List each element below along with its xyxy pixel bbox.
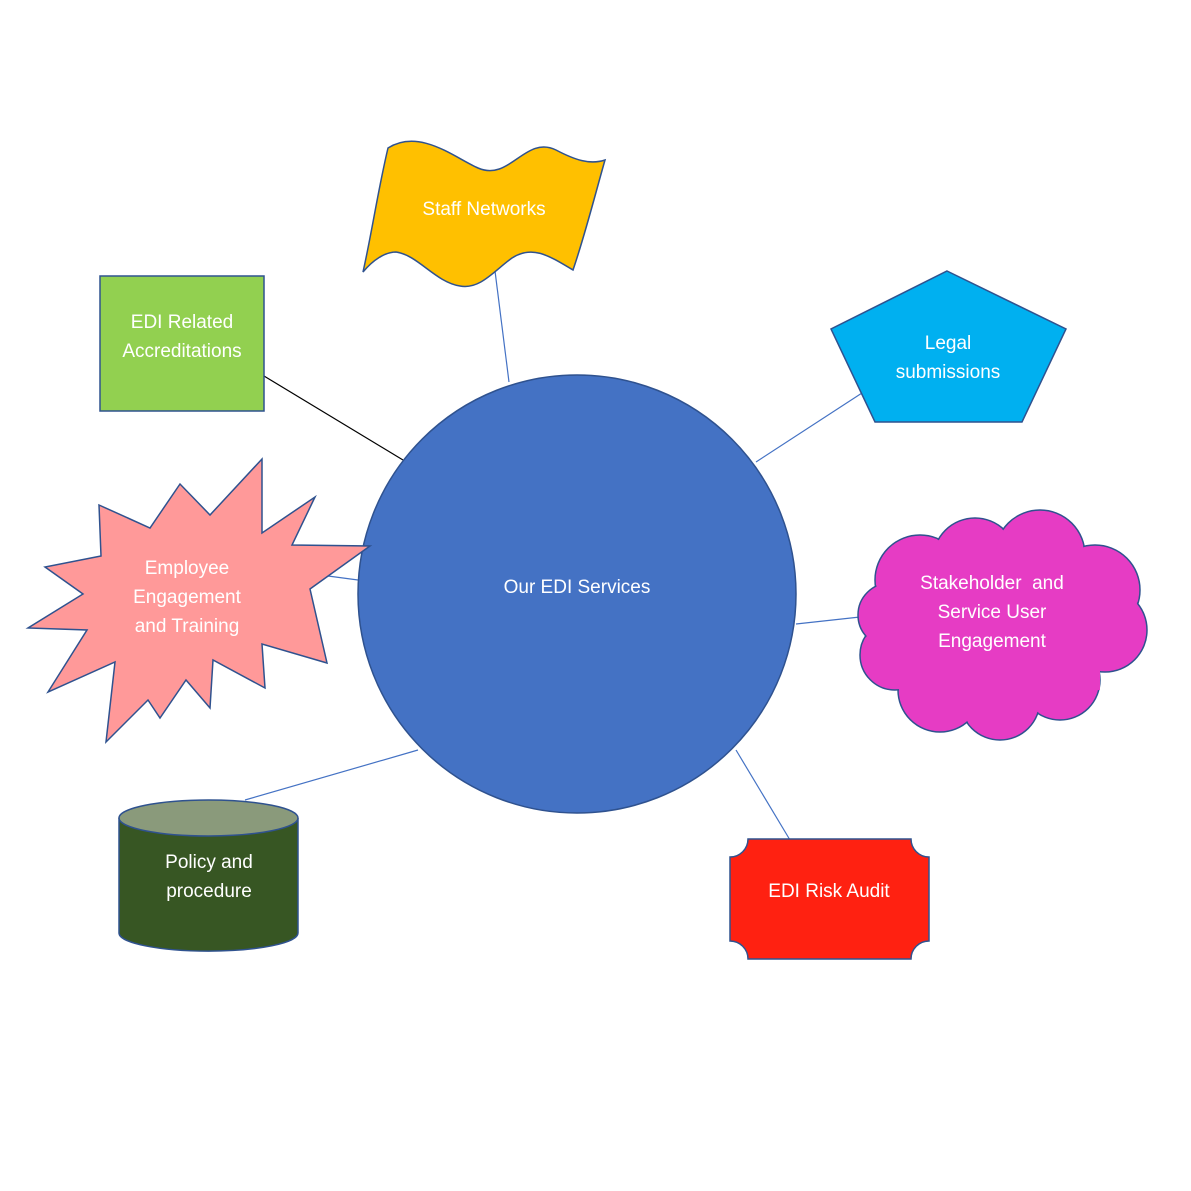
- cloud-fill: [859, 511, 1146, 739]
- plaque-shape: [729, 838, 930, 960]
- center-node: Our EDI Services: [357, 374, 797, 814]
- connector-legal-submissions: [755, 392, 863, 463]
- stakeholder-label-line-3: Engagement: [938, 631, 1046, 652]
- stakeholder-label-line-1: Stakeholder and: [920, 573, 1064, 594]
- connector-staff-networks: [492, 254, 510, 383]
- pentagon-shape: [830, 270, 1067, 423]
- risk-audit-label: EDI Risk Audit: [768, 881, 890, 902]
- stakeholder-label-line-2: Service User: [938, 602, 1047, 623]
- cylinder-body: [118, 818, 299, 952]
- wave-shape: [362, 140, 607, 288]
- center-label: Our EDI Services: [504, 577, 651, 598]
- risk-audit-node: EDI Risk Audit: [729, 838, 930, 960]
- accreditations-label-line-1: EDI Related: [131, 312, 233, 333]
- connector-stakeholder: [795, 616, 861, 625]
- legal-label-line-2: submissions: [896, 362, 1001, 383]
- policy-label-line-2: procedure: [166, 881, 252, 902]
- employee-label-line-1: Employee: [145, 558, 230, 579]
- policy-label-line-1: Policy and: [165, 852, 253, 873]
- policy-node: Policy and procedure: [118, 799, 299, 952]
- starburst-shape: [25, 457, 373, 745]
- staff-networks-node: Staff Networks: [362, 140, 607, 288]
- legal-submissions-node: Legal submissions: [830, 270, 1067, 423]
- employee-engagement-node: Employee Engagement and Training: [25, 457, 373, 745]
- employee-label-line-3: and Training: [135, 616, 240, 637]
- center-circle: [357, 374, 797, 814]
- employee-label-line-2: Engagement: [133, 587, 241, 608]
- connectors: [244, 254, 863, 841]
- connector-accreditations: [263, 375, 404, 461]
- accreditations-node: EDI Related Accreditations: [99, 275, 265, 412]
- legal-label-line-1: Legal: [925, 333, 972, 354]
- accreditations-label-line-2: Accreditations: [122, 341, 241, 362]
- stakeholder-node: Stakeholder and Service User Engagement: [857, 509, 1148, 741]
- staff-networks-label: Staff Networks: [422, 199, 545, 220]
- cylinder-top: [118, 799, 299, 837]
- rectangle-shape: [99, 275, 265, 412]
- connector-policy: [244, 749, 419, 801]
- connector-risk-audit: [735, 749, 791, 841]
